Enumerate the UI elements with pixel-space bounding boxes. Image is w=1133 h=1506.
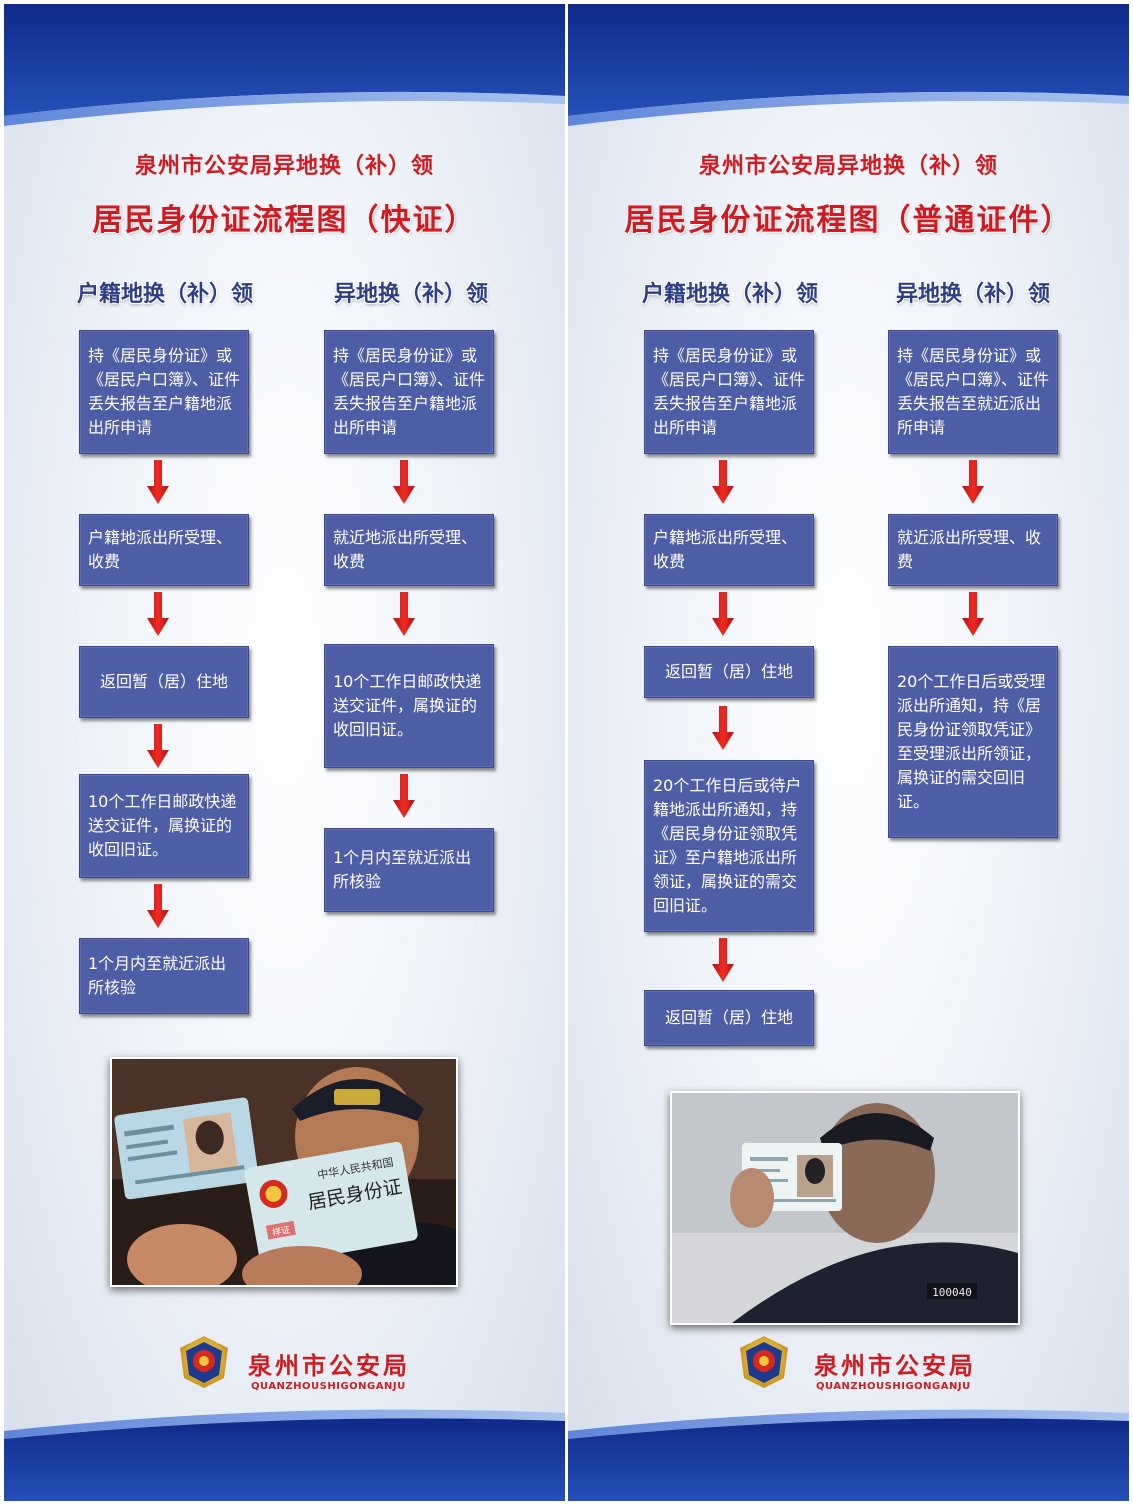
org-name: 泉州市公安局 — [814, 1352, 976, 1380]
down-arrow-icon — [147, 884, 169, 928]
org-pinyin: QUANZHOUSHIGONGANJU — [251, 1381, 406, 1392]
flow-step: 持《居民身份证》或《居民户口簿》、证件丢失报告至户籍地派出所申请 — [644, 330, 814, 454]
top-wave-decoration — [568, 4, 1129, 126]
photo-officer-showing-id-card: 100040 样证 — [670, 1091, 1020, 1325]
down-arrow-icon — [147, 460, 169, 504]
flow-step: 20个工作日后或受理派出所通知，持《居民身份证领取凭证》至受理派出所领证，属换证… — [888, 646, 1058, 838]
down-arrow-icon — [712, 706, 734, 750]
org-name: 泉州市公安局 — [248, 1352, 410, 1380]
down-arrow-icon — [393, 460, 415, 504]
down-arrow-icon — [962, 592, 984, 636]
flow-step: 返回暂（居）住地 — [644, 990, 814, 1046]
down-arrow-icon — [712, 592, 734, 636]
col-heading-yidi: 异地换（补）领 — [333, 282, 488, 307]
title-line2: 居民身份证流程图（普通证件） — [624, 203, 1073, 238]
down-arrow-icon — [393, 592, 415, 636]
flow-step: 户籍地派出所受理、收费 — [644, 514, 814, 586]
title-line1: 泉州市公安局异地换（补）领 — [134, 154, 434, 179]
title-line1: 泉州市公安局异地换（补）领 — [698, 154, 998, 179]
flow-step: 10个工作日邮政快递送交证件，属换证的收回旧证。 — [324, 644, 494, 768]
flow-step: 10个工作日邮政快递送交证件，属换证的收回旧证。 — [79, 774, 249, 878]
bottom-wave-decoration — [568, 1409, 1129, 1501]
flow-step: 就近派出所受理、收费 — [888, 514, 1058, 586]
flow-step: 就近地派出所受理、收费 — [324, 514, 494, 586]
police-emblem-icon — [180, 1336, 228, 1388]
photo-officer-holding-id-cards: 中华人民共和国 居民身份证 样证 — [110, 1057, 458, 1287]
police-emblem-icon — [740, 1336, 788, 1388]
flow-step: 返回暂（居）住地 — [644, 646, 814, 698]
flow-step: 持《居民身份证》或《居民户口簿》、证件丢失报告至户籍地派出所申请 — [79, 330, 249, 454]
org-pinyin: QUANZHOUSHIGONGANJU — [816, 1381, 971, 1392]
flow-step: 返回暂（居）住地 — [79, 646, 249, 718]
down-arrow-icon — [712, 938, 734, 982]
poster-right: 泉州市公安局异地换（补）领 居民身份证流程图（普通证件） 户籍地换（补）领 异地… — [568, 4, 1129, 1501]
flow-step: 20个工作日后或待户籍地派出所通知，持《居民身份证领取凭证》至户籍地派出所领证，… — [644, 760, 814, 932]
down-arrow-icon — [147, 724, 169, 768]
col-heading-yidi: 异地换（补）领 — [895, 282, 1050, 307]
col-heading-huji: 户籍地换（补）领 — [641, 282, 818, 307]
flow-step: 户籍地派出所受理、收费 — [79, 514, 249, 586]
badge-number-text: 100040 — [932, 1286, 972, 1299]
bottom-wave-decoration — [4, 1409, 565, 1501]
flow-step: 持《居民身份证》或《居民户口簿》、证件丢失报告至户籍地派出所申请 — [324, 330, 494, 454]
flow-step: 1个月内至就近派出所核验 — [79, 938, 249, 1014]
card-stamp-text: 样证 — [271, 1224, 291, 1239]
poster-left: 泉州市公安局异地换（补）领 居民身份证流程图（快证） 户籍地换（补）领 异地换（… — [4, 4, 565, 1501]
col-heading-huji: 户籍地换（补）领 — [76, 282, 253, 307]
down-arrow-icon — [147, 592, 169, 636]
down-arrow-icon — [962, 460, 984, 504]
down-arrow-icon — [712, 460, 734, 504]
title-line2: 居民身份证流程图（快证） — [92, 203, 477, 238]
down-arrow-icon — [393, 774, 415, 818]
top-wave-decoration — [4, 4, 565, 126]
flow-step: 持《居民身份证》或《居民户口簿》、证件丢失报告至就近派出所申请 — [888, 330, 1058, 454]
flow-step: 1个月内至就近派出所核验 — [324, 828, 494, 912]
